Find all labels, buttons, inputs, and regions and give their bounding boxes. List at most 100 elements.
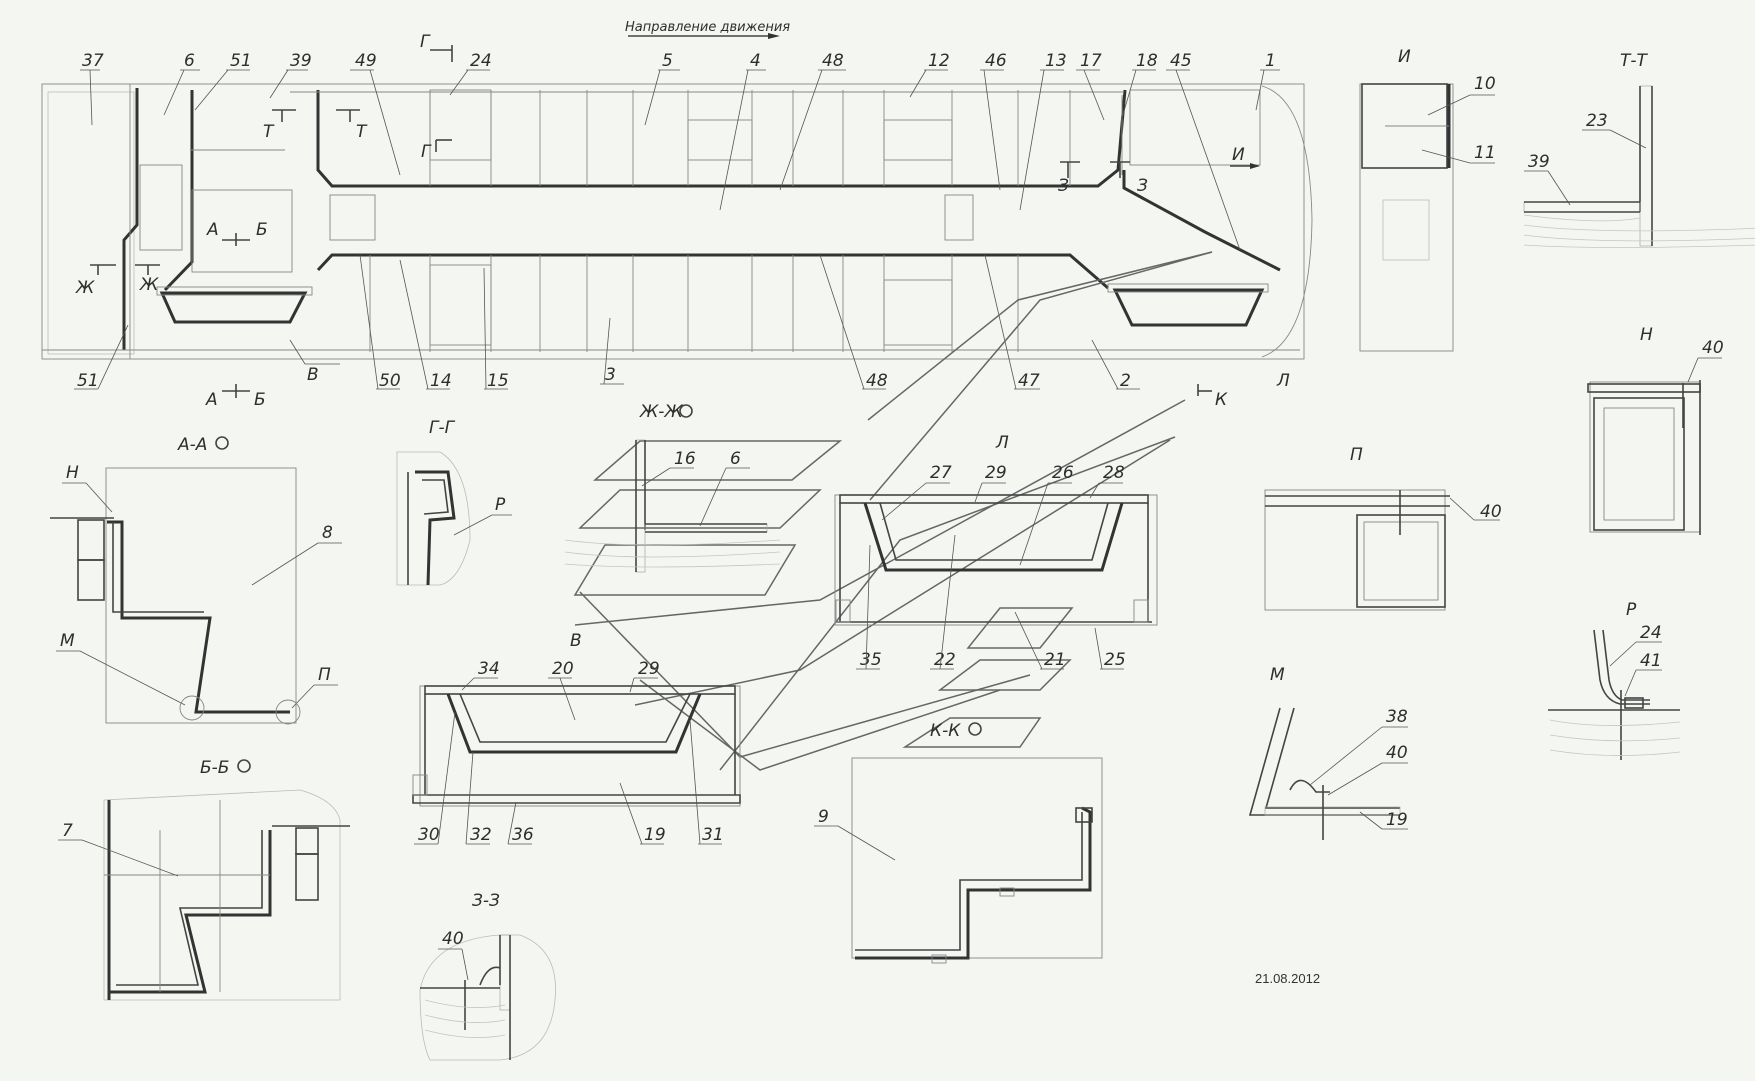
section-GG: Г-Г Р xyxy=(396,418,512,586)
section-AA: А-А Н 8 М П xyxy=(50,435,342,725)
view-label: 29 xyxy=(638,659,660,679)
view-label: 35 xyxy=(860,650,882,670)
plan-label: 49 xyxy=(355,51,377,71)
view-label: 11 xyxy=(1474,143,1496,163)
section-mark: З xyxy=(1137,176,1148,196)
view-label: 24 xyxy=(1640,623,1662,643)
plan-front-nose xyxy=(1261,85,1313,358)
plan-labels-top: 37 6 51 39 49 24 5 4 48 12 46 13 17 xyxy=(80,51,1280,251)
plan-label: 51 xyxy=(230,51,252,71)
view-label: 25 xyxy=(1104,650,1126,670)
frame-posts-top xyxy=(429,90,1071,186)
plan-label: 46 xyxy=(985,51,1007,71)
section-guide-lines xyxy=(573,251,1213,771)
section-mark: И xyxy=(1232,145,1245,165)
view-label: 20 xyxy=(552,659,574,679)
plan-section-marks: Г Г Т Т А Б Ж Ж З З И А Б В К xyxy=(75,32,1290,410)
left-seat-box xyxy=(159,291,308,324)
view-title: Г-Г xyxy=(429,418,456,438)
plan-label: 1 xyxy=(1265,51,1276,71)
drawing-date: 21.08.2012 xyxy=(1255,971,1320,986)
view-title: М xyxy=(1270,665,1285,685)
section-BB: Б-Б 7 xyxy=(58,758,350,1001)
view-label: 10 xyxy=(1474,74,1496,94)
view-label: 40 xyxy=(442,929,464,949)
aisle-upper-edge xyxy=(316,89,1127,188)
view-P: П 40 xyxy=(1264,445,1502,611)
direction-label: Направление движения xyxy=(625,20,790,35)
plan-label: 37 xyxy=(82,51,104,71)
section-mark: А xyxy=(205,390,218,410)
view-R: Р 24 41 xyxy=(1548,600,1681,760)
section-KK: К-К 9 xyxy=(814,721,1103,964)
section-mark: Б xyxy=(254,390,266,410)
plan-label: 18 xyxy=(1136,51,1158,71)
frame-posts-bottom xyxy=(369,255,1019,352)
view-title: З-З xyxy=(472,891,500,911)
view-title: Н xyxy=(1640,325,1653,345)
view-label: 7 xyxy=(62,821,73,841)
plan-label: 12 xyxy=(928,51,950,71)
plan-label: 5 xyxy=(662,51,673,71)
plan-label: 51 xyxy=(77,371,99,391)
section-mark: Г xyxy=(420,32,431,52)
view-title: Т-Т xyxy=(1620,51,1649,71)
aisle-lower-edge xyxy=(316,253,1109,290)
direction-arrow-head xyxy=(768,33,780,39)
plan-label: 47 xyxy=(1018,371,1040,391)
view-label: 40 xyxy=(1702,338,1724,358)
plan-label: 13 xyxy=(1045,51,1067,71)
view-label: Н xyxy=(66,463,79,483)
view-label: 21 xyxy=(1044,650,1066,670)
view-label: 9 xyxy=(818,807,829,827)
view-label: 32 xyxy=(470,825,492,845)
view-label: 16 xyxy=(674,449,696,469)
plan-label: 48 xyxy=(822,51,844,71)
view-label: 19 xyxy=(644,825,666,845)
plan-label: 4 xyxy=(750,51,761,71)
plan-label: 39 xyxy=(290,51,312,71)
view-V: В 34 20 29 30 32 36 19 31 xyxy=(412,631,741,845)
view-title: А-А xyxy=(177,435,207,455)
view-title: Р xyxy=(1626,600,1637,620)
section-mark: Л xyxy=(1276,371,1290,391)
plan-label: 2 xyxy=(1120,371,1131,391)
view-label: 23 xyxy=(1586,111,1608,131)
view-label: 26 xyxy=(1052,463,1074,483)
view-label: 40 xyxy=(1386,743,1408,763)
view-title: К-К xyxy=(930,721,961,741)
section-mark: З xyxy=(1058,176,1069,196)
section-mark: К xyxy=(1215,390,1228,410)
plan-label: 3 xyxy=(605,365,616,385)
view-I: И 10 11 xyxy=(1359,47,1496,352)
view-label: 29 xyxy=(985,463,1007,483)
rear-wall xyxy=(122,88,139,350)
view-N: Н 40 xyxy=(1587,325,1724,535)
section-mark: Ж xyxy=(75,278,95,298)
section-mark: В xyxy=(307,365,319,385)
view-label: Р xyxy=(495,495,506,515)
right-seat-box xyxy=(1112,288,1265,327)
view-label: 22 xyxy=(934,650,956,670)
plan-labels-bottom: 51 50 14 15 3 48 47 2 xyxy=(74,254,1140,391)
view-label: 34 xyxy=(478,659,500,679)
view-label: 8 xyxy=(322,523,333,543)
section-mark: Т xyxy=(356,122,368,142)
section-mark: А xyxy=(206,220,219,240)
view-label: 31 xyxy=(702,825,724,845)
view-title: Л xyxy=(995,433,1009,453)
view-label: 36 xyxy=(512,825,534,845)
section-ZhZh: Ж-Ж 16 6 xyxy=(564,402,781,573)
view-title: Б-Б xyxy=(200,758,229,778)
section-mark: Г xyxy=(421,142,432,162)
view-label: 39 xyxy=(1528,152,1550,172)
view-title: И xyxy=(1398,47,1411,67)
view-L: Л 27 29 26 28 35 22 21 25 xyxy=(834,433,1158,670)
view-label: М xyxy=(60,631,75,651)
plan-label: 45 xyxy=(1170,51,1192,71)
view-label: П xyxy=(318,665,331,685)
view-title: В xyxy=(570,631,582,651)
view-label: 19 xyxy=(1386,810,1408,830)
view-TT: Т-Т 23 39 xyxy=(1523,51,1755,248)
